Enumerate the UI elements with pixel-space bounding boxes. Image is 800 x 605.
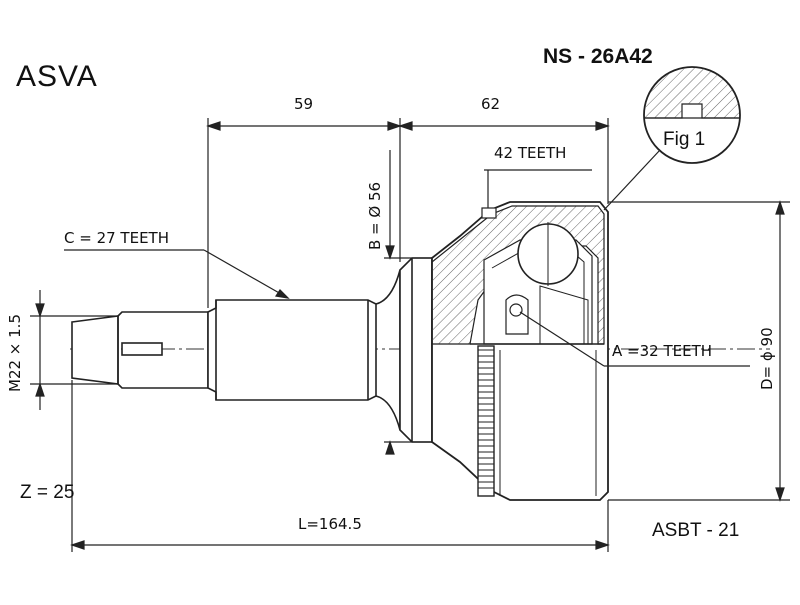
- inner-spline-leader: [519, 311, 750, 367]
- outer-housing: [431, 201, 609, 501]
- dimension-total-length: [70, 380, 610, 552]
- dimension-59: [206, 118, 402, 308]
- abs-ring: [477, 345, 495, 497]
- dimension-bore: [384, 150, 432, 455]
- threaded-tip: [71, 311, 209, 389]
- z-count-label: Z = 25: [20, 482, 75, 503]
- shaft-spline-leader: [64, 249, 290, 299]
- dimension-62-label: 62: [481, 95, 501, 113]
- dimension-thread: [30, 290, 118, 410]
- thread-label: M22 × 1.5: [6, 314, 24, 392]
- outer-teeth-leader: [481, 169, 592, 219]
- outer-teeth-label: 42 TEETH: [494, 144, 567, 162]
- diameter-label: D= ϕ 90: [758, 327, 776, 390]
- reference-code: ASBT - 21: [652, 520, 740, 541]
- dimension-diameter: [608, 200, 790, 502]
- joint-neck: [399, 257, 433, 443]
- brand-logo: ASVA: [16, 60, 98, 93]
- shaft: [207, 269, 401, 431]
- dimension-59-label: 59: [294, 95, 314, 113]
- fig1-leader: [603, 149, 661, 211]
- dimension-62: [398, 118, 610, 204]
- fig-label: Fig 1: [663, 129, 706, 150]
- total-length-label: L=164.5: [298, 515, 362, 533]
- shaft-spline-label: C = 27 TEETH: [64, 229, 169, 247]
- inner-spline-label: A =32 TEETH: [612, 342, 713, 360]
- bore-label: B = Ø 56: [366, 181, 384, 250]
- fig1-detail: [643, 66, 741, 164]
- part-number: NS - 26A42: [543, 45, 653, 68]
